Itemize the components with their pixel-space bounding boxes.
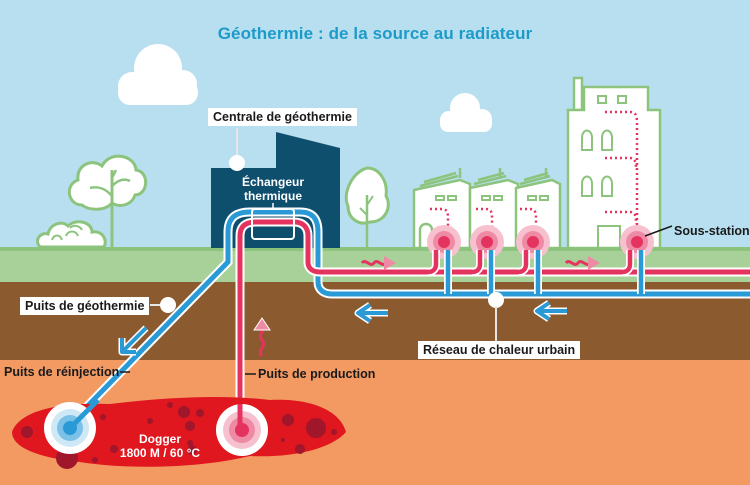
- diagram-title: Géothermie : de la source au radiateur: [217, 24, 533, 43]
- label-dogger: Dogger 1800 M / 60 °C: [110, 432, 210, 460]
- label-echangeur-line2: thermique: [243, 189, 302, 203]
- callout-dot: [488, 292, 504, 308]
- heat-wave-icon: [253, 317, 271, 358]
- district-heating-network: [303, 250, 750, 299]
- tree-icon: [344, 166, 390, 248]
- label-echangeur-line1: Échangeur: [241, 175, 304, 189]
- cloud-icon: [118, 44, 198, 105]
- grass-line: [0, 247, 750, 251]
- label-puits-geothermie: Puits de géothermie: [20, 297, 150, 315]
- callout-dot: [160, 297, 176, 313]
- tall-building: [566, 76, 662, 250]
- callout-dot: [229, 155, 245, 171]
- dogger-aquifer: [12, 397, 346, 469]
- wells: [66, 250, 245, 428]
- label-puits-production: Puits de production: [258, 367, 376, 381]
- internal-heating-lines: [430, 110, 639, 238]
- bush-icon: [36, 220, 107, 249]
- arrow-left-icon: [354, 302, 388, 324]
- tree-icon: [67, 154, 148, 248]
- heat-wave-icon: [360, 256, 396, 270]
- label-dogger-name: Dogger: [139, 432, 181, 446]
- arrow-left-icon: [533, 300, 567, 322]
- arrow-down-icon: [118, 325, 149, 356]
- label-centrale: Centrale de géothermie: [208, 108, 357, 126]
- label-dogger-specs: 1800 M / 60 °C: [119, 446, 201, 460]
- label-puits-reinjection: Puits de réinjection: [4, 365, 120, 379]
- label-echangeur: Échangeur thermique: [240, 175, 306, 203]
- geothermal-plant: [211, 128, 340, 250]
- cloud-icon: [440, 93, 492, 132]
- label-sous-station: Sous-station: [674, 224, 750, 238]
- label-reseau: Réseau de chaleur urbain: [418, 341, 581, 359]
- heat-wave-icon: [564, 256, 600, 270]
